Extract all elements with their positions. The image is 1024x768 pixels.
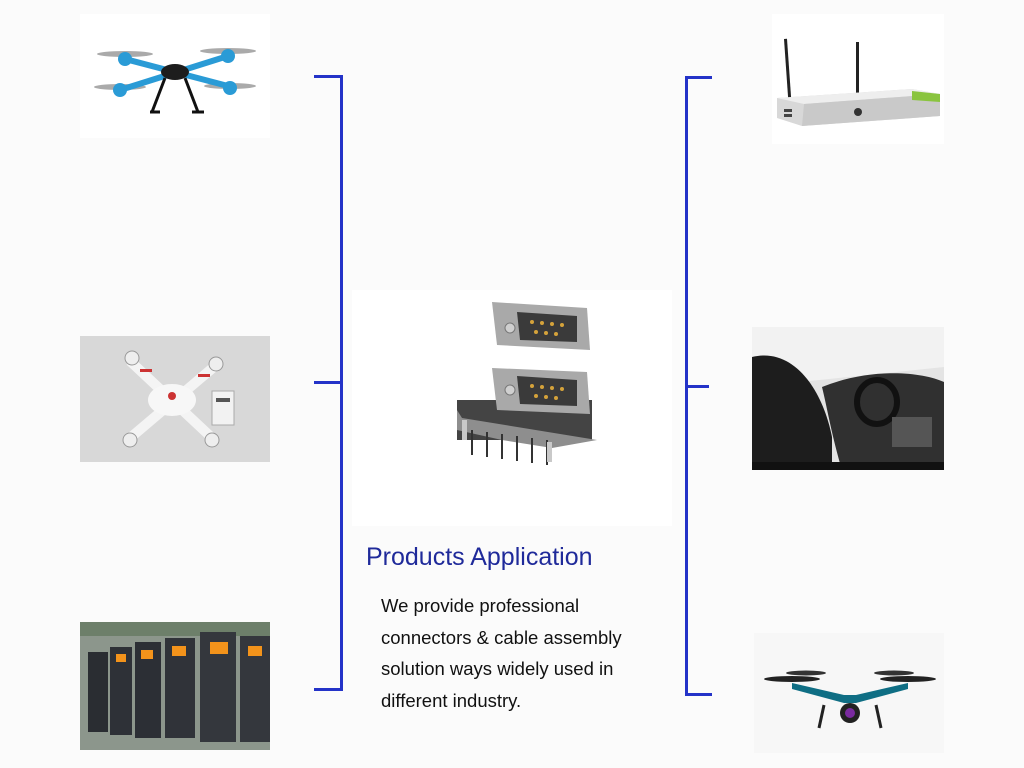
- products-application-title: Products Application: [366, 543, 593, 571]
- left-bracket-connector: [314, 381, 340, 384]
- left-bracket: [314, 75, 343, 691]
- white-drone-image: [80, 336, 270, 462]
- tv-box-router-image: [772, 14, 944, 144]
- blue-quadcopter-drone-image: [80, 14, 270, 138]
- camera-drone-image: [754, 633, 944, 753]
- right-bracket-connector: [685, 385, 709, 388]
- d-sub-connector-image: [352, 290, 672, 526]
- description-line: different industry.: [381, 689, 522, 711]
- description-line: solution ways widely used in: [381, 658, 614, 679]
- products-application-description: We provide professional connectors & cab…: [381, 590, 651, 716]
- description-line: We provide professional: [381, 595, 580, 616]
- industrial-inverters-image: [80, 622, 270, 750]
- car-interior-image: [752, 327, 944, 470]
- description-line: connectors & cable assembly: [381, 626, 622, 648]
